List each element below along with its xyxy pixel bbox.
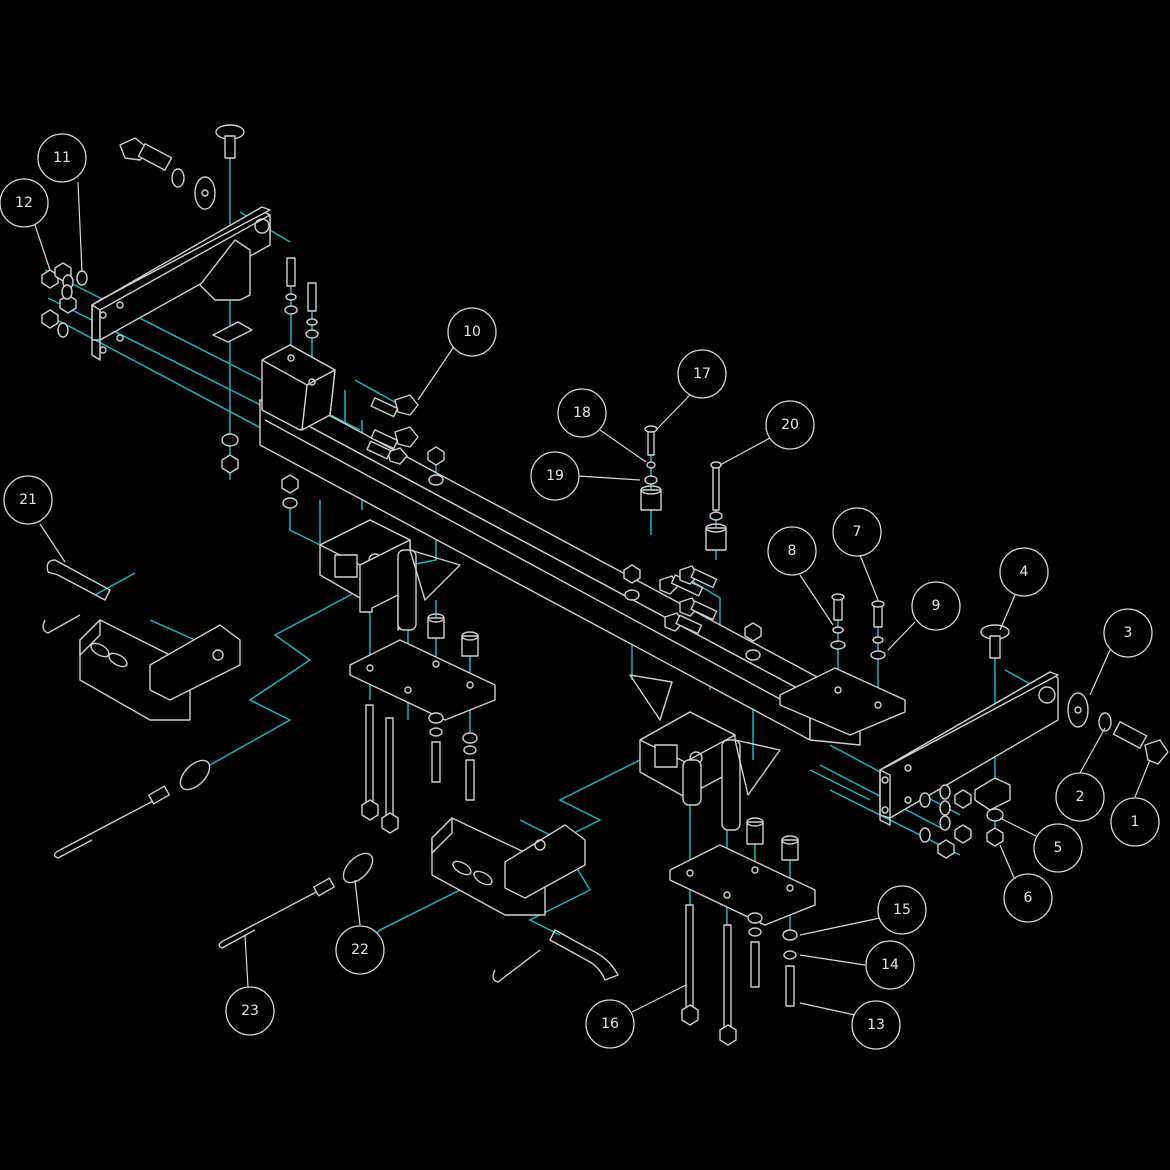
callout-7: 7 [832,507,882,557]
svg-text:16: 16 [601,1016,619,1032]
svg-text:6: 6 [1024,890,1033,906]
right-side-bracket [879,624,1169,859]
svg-text:18: 18 [573,405,591,421]
svg-text:8: 8 [788,543,797,559]
callout-4: 4 [999,547,1049,597]
callout-1: 1 [1110,797,1160,847]
callout-18: 18 [557,388,607,438]
callout-14: 14 [865,940,915,990]
left-receiver-mount [319,519,461,631]
left-side-bracket [91,206,271,361]
left-lower-plate [349,613,496,834]
callout-5: 5 [1033,823,1083,873]
svg-text:17: 17 [693,366,711,382]
center-bolt-group [623,564,762,661]
bolt-group-10 [281,394,445,509]
svg-text:20: 20 [781,417,799,433]
svg-text:2: 2 [1076,789,1085,805]
svg-text:12: 12 [15,195,33,211]
callout-10: 10 [447,307,497,357]
callout-16: 16 [585,999,635,1049]
callout-21: 21 [3,475,53,525]
right-receiver-hitch [431,817,619,983]
svg-text:19: 19 [546,468,564,484]
svg-text:22: 22 [351,942,369,958]
left-top-bolt [119,124,245,210]
svg-text:5: 5 [1054,840,1063,856]
callout-19: 19 [530,451,580,501]
callout-13: 13 [851,1000,901,1050]
svg-text:4: 4 [1020,564,1029,580]
callout-22: 22 [335,925,385,975]
left-receiver-hitch [42,559,241,721]
callout-8: 8 [767,526,817,576]
left-mount-block [221,257,336,474]
svg-text:21: 21 [19,492,37,508]
svg-text:3: 3 [1124,625,1133,641]
right-safety-chain [218,852,374,949]
svg-text:14: 14 [881,957,899,973]
callout-2: 2 [1055,772,1105,822]
left-safety-chain [53,759,211,859]
callout-11: 11 [37,133,87,183]
svg-text:23: 23 [241,1003,259,1019]
callout-17: 17 [677,349,727,399]
right-lower-plate [669,817,816,1046]
callout-9: 9 [911,581,961,631]
svg-text:15: 15 [893,902,911,918]
callout-12: 12 [0,178,49,228]
right-receiver-mount [629,674,781,831]
svg-text:7: 7 [853,524,862,540]
callout-3: 3 [1103,608,1153,658]
callout-leaders [34,181,1151,1016]
left-nuts-washers [41,262,88,338]
svg-text:1: 1 [1131,814,1140,830]
callout-6: 6 [1003,873,1053,923]
right-frame-plate [779,593,906,736]
callout-15: 15 [877,885,927,935]
svg-text:9: 9 [932,598,941,614]
callout-labels: 1 2 3 4 5 6 7 8 9 10 11 12 13 14 15 16 1… [0,133,1160,1050]
callout-20: 20 [765,400,815,450]
svg-text:11: 11 [53,150,71,166]
callout-23: 23 [225,986,275,1036]
svg-text:10: 10 [463,324,481,340]
center-spacer-parts [640,425,727,551]
svg-text:13: 13 [867,1017,885,1033]
